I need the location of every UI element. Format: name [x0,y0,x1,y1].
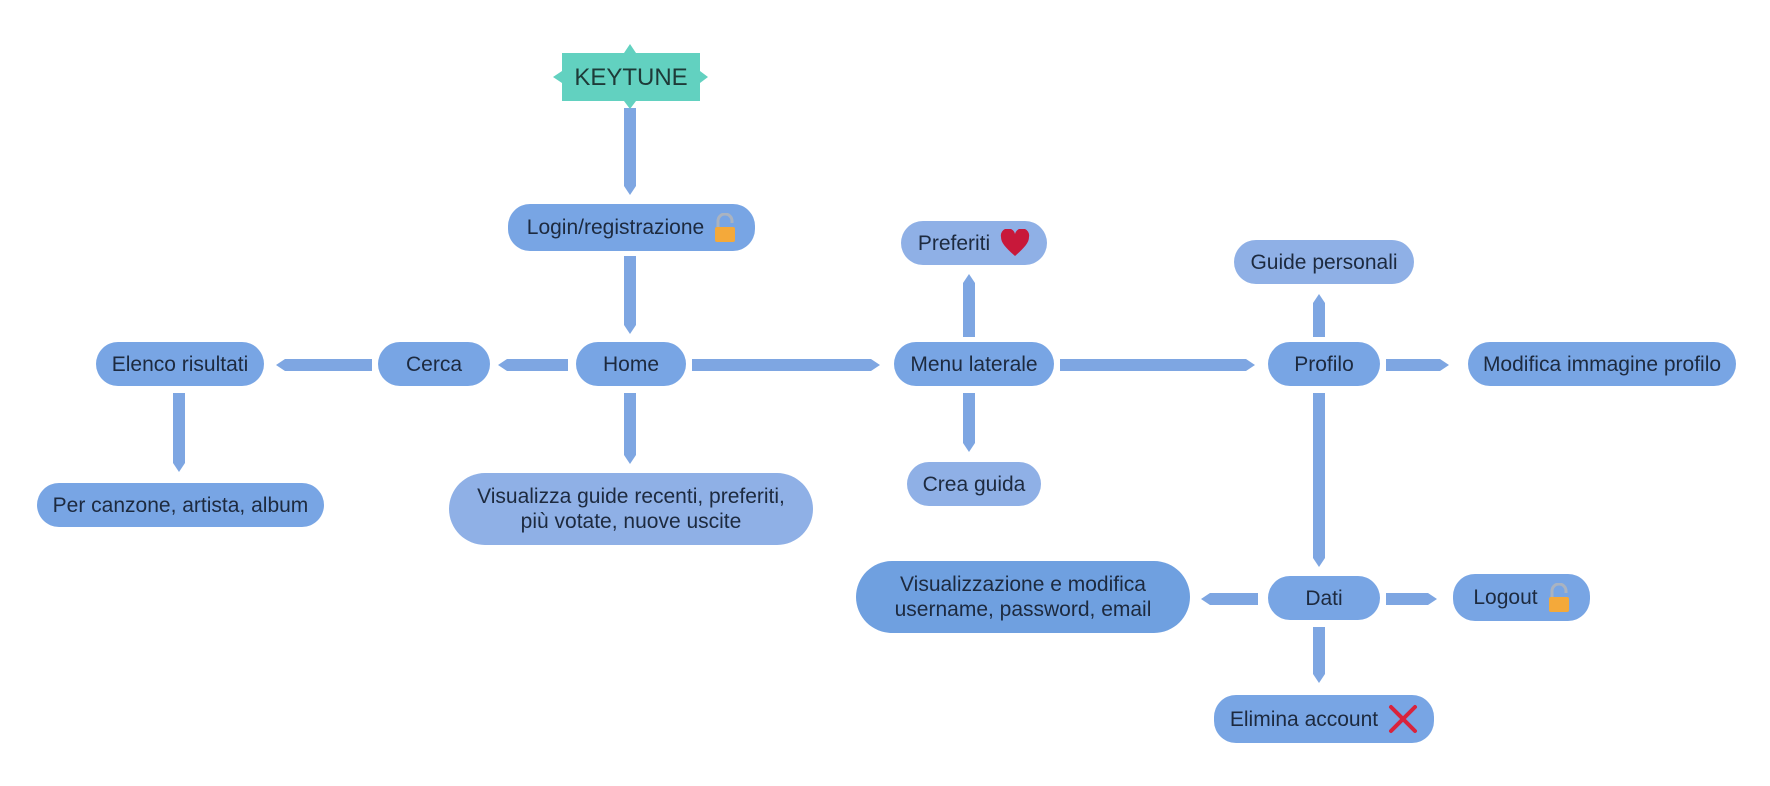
preferiti-label: Preferiti [917,231,991,255]
home-node: Home [576,342,686,386]
preferiti-node: Preferiti [901,221,1047,265]
per-canzone-node: Per canzone, artista, album [37,483,324,527]
profilo-label: Profilo [1294,352,1354,376]
lock-open-icon [714,212,736,243]
edge-dati-logout [1386,593,1437,605]
edge-elenco-percanzone [173,393,185,472]
keytune-node: KEYTUNE [562,53,700,101]
edge-profilo-guide [1313,294,1325,337]
dati-node: Dati [1268,576,1380,620]
edge-dati-visualizzazione [1201,593,1258,605]
edge-profilo-modifica [1386,359,1449,371]
edge-home-cerca [498,359,568,371]
menu-laterale-label: Menu laterale [910,352,1038,376]
keytune-shape [553,44,708,109]
visualizzazione-modifica-node: Visualizzazione e modifica username, pas… [856,561,1190,633]
edge-cerca-elenco [276,359,372,371]
profilo-node: Profilo [1268,342,1380,386]
logout-node: Logout [1453,574,1590,621]
close-icon [1388,704,1418,734]
edge-keytune-login [624,108,636,195]
cerca-node: Cerca [378,342,490,386]
edge-profilo-dati [1313,393,1325,567]
visualizza-guide-line2: più votate, nuove uscite [520,510,742,533]
keytune-label: KEYTUNE [574,63,688,91]
guide-personali-label: Guide personali [1250,250,1398,274]
dati-label: Dati [1305,586,1343,610]
home-label: Home [602,352,660,376]
visualizza-guide-node: Visualizza guide recenti, preferiti, più… [449,473,813,545]
elimina-account-label: Elimina account [1229,707,1379,731]
elimina-account-node: Elimina account [1214,695,1434,743]
elenco-risultati-node: Elenco risultati [96,342,264,386]
heart-icon [1000,229,1030,257]
edge-menu-crea [963,393,975,452]
edge-login-home [624,256,636,334]
visualizzazione-modifica-line1: Visualizzazione e modifica [900,573,1146,596]
login-node: Login/registrazione [508,204,755,251]
per-canzone-label: Per canzone, artista, album [52,493,309,517]
edge-home-visualizza [624,393,636,464]
edge-menu-profilo [1060,359,1255,371]
visualizzazione-modifica-line2: username, password, email [894,598,1152,621]
modifica-immagine-label: Modifica immagine profilo [1482,352,1722,376]
logout-label: Logout [1473,586,1538,609]
elenco-risultati-label: Elenco risultati [111,352,249,376]
visualizza-guide-line1: Visualizza guide recenti, preferiti, [477,485,785,508]
edge-home-menu [692,359,880,371]
edge-dati-elimina [1313,627,1325,683]
login-label: Login/registrazione [526,216,705,239]
menu-laterale-node: Menu laterale [894,342,1054,386]
crea-guida-node: Crea guida [907,462,1041,506]
cerca-label: Cerca [405,352,463,376]
edge-menu-preferiti [963,274,975,337]
lock-open-icon [1548,582,1570,613]
crea-guida-label: Crea guida [922,472,1026,496]
modifica-immagine-node: Modifica immagine profilo [1468,342,1736,386]
guide-personali-node: Guide personali [1234,240,1414,284]
